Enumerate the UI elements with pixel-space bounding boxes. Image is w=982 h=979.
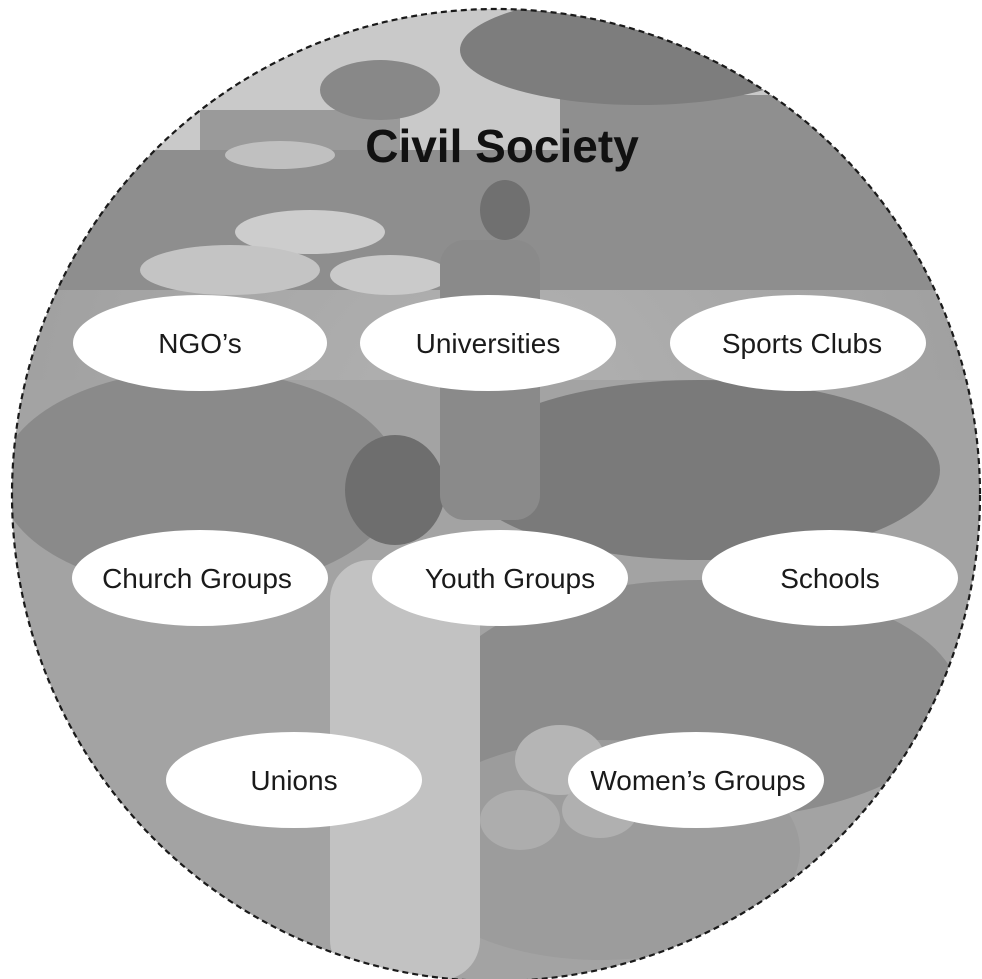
group-oval-schools: Schools — [702, 530, 958, 626]
group-oval-ngos: NGO’s — [73, 295, 327, 391]
group-oval-universities: Universities — [360, 295, 616, 391]
group-oval-church-groups: Church Groups — [72, 530, 328, 626]
group-oval-womens-groups: Women’s Groups — [568, 732, 824, 828]
civil-society-circle — [11, 8, 981, 979]
diagram-title: Civil Society — [365, 120, 639, 172]
group-label-schools: Schools — [780, 563, 880, 594]
group-label-church-groups: Church Groups — [102, 563, 292, 594]
group-label-ngos: NGO’s — [158, 328, 242, 359]
group-label-unions: Unions — [250, 765, 337, 796]
group-oval-youth-groups: Youth Groups — [372, 530, 628, 626]
group-label-universities: Universities — [416, 328, 561, 359]
group-label-youth-groups: Youth Groups — [425, 563, 595, 594]
group-label-womens-groups: Women’s Groups — [590, 765, 805, 796]
group-oval-unions: Unions — [166, 732, 422, 828]
group-oval-sports-clubs: Sports Clubs — [670, 295, 926, 391]
group-label-sports-clubs: Sports Clubs — [722, 328, 882, 359]
